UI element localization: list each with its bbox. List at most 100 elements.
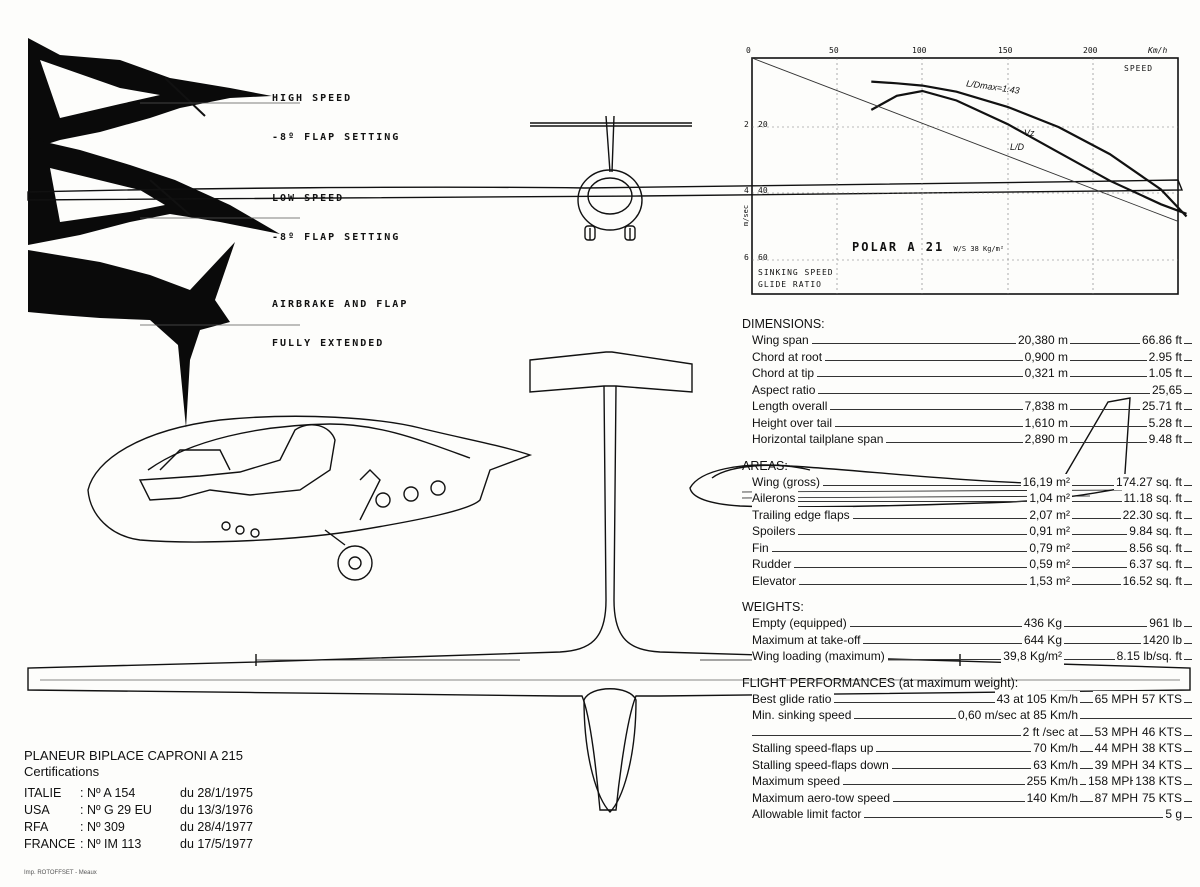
polar-y-tick-sink-2: 2 — [744, 120, 749, 129]
leader-line — [752, 484, 1192, 486]
flap-profile-high-speed — [28, 38, 300, 150]
spec-label: Rudder — [752, 556, 795, 573]
performance-title: FLIGHT PERFORMANCES (at maximum weight): — [742, 675, 1019, 690]
leader-line — [752, 583, 1192, 585]
polar-series-l-d — [870, 89, 1187, 215]
spec-label: Best glide ratio — [752, 690, 835, 707]
title-block: PLANEUR BIPLACE CAPRONI A 215 Certificat… — [24, 748, 243, 780]
polar-legend: SINKING SPEED GLIDE RATIO — [758, 267, 834, 291]
leader-line — [752, 550, 1192, 552]
spec-value-c: 75 KTS — [1139, 789, 1184, 806]
spec-value-a: 255 Km/h — [1024, 773, 1080, 790]
spec-value-a: 2 ft /sec at — [1020, 723, 1080, 740]
spec-value-metric: 644 Kg — [1021, 631, 1064, 648]
spec-label: Ailerons — [752, 490, 799, 507]
leader-line — [752, 392, 1192, 394]
cert-country: USA — [24, 803, 50, 817]
polar-chart-grid — [752, 58, 1178, 294]
cert-number: : Nº IM 113 — [80, 837, 142, 851]
leader-line — [752, 442, 1192, 443]
leader-line — [752, 767, 1192, 769]
spec-value-imperial: 2.95 ft — [1146, 348, 1184, 365]
spec-label: Horizontal tailplane span — [752, 431, 887, 448]
flap-label-high-speed: HIGH SPEED -8º FLAP SETTING — [272, 66, 400, 157]
spec-value-a: 70 Km/h — [1031, 740, 1080, 757]
cert-number: : Nº 309 — [80, 820, 125, 834]
polar-x-tick-100: 100 — [912, 46, 927, 55]
polar-curve-label-ld: L/D — [1010, 142, 1025, 152]
spec-value-metric: 0,321 m — [1022, 365, 1070, 382]
spec-value-metric: 0,59 m² — [1027, 556, 1072, 573]
leader-line — [752, 784, 1192, 785]
spec-value-c: 138 KTS — [1133, 773, 1184, 790]
polar-y-tick-ratio-20: 20 — [758, 120, 768, 129]
imprint: Imp. ROTOFFSET - Meaux — [24, 870, 97, 876]
spec-value-c: 38 KTS — [1139, 740, 1184, 757]
front-view — [27, 115, 1184, 241]
flap-profile-airbrake — [28, 242, 300, 428]
leader-line — [752, 567, 1192, 568]
leader-line — [752, 817, 1192, 818]
spec-label: Length overall — [752, 398, 831, 415]
polar-y-unit: m/sec — [742, 204, 750, 226]
spec-value-imperial: 5.28 ft — [1146, 414, 1184, 431]
polar-y-tick-sink-4: 4 — [744, 186, 749, 195]
spec-label: Spoilers — [752, 523, 799, 540]
spec-value-metric: 1,04 m² — [1027, 490, 1072, 507]
spec-value-imperial: 8.56 sq. ft — [1127, 539, 1184, 556]
spec-value-b: 53 MPH — [1092, 723, 1140, 740]
leader-line — [752, 642, 1192, 644]
spec-value-a: 63 Km/h — [1031, 756, 1080, 773]
leader-line — [752, 534, 1192, 535]
spec-value-metric: 2,07 m² — [1027, 506, 1072, 523]
cockpit-cutaway — [87, 415, 533, 581]
leader-line — [752, 501, 1192, 502]
cert-country: FRANCE — [24, 837, 76, 851]
spec-value-b: 39 MPH — [1092, 756, 1140, 773]
leader-line — [752, 425, 1192, 427]
leader-line — [752, 701, 1192, 703]
flap-label-airbrake-line1: AIRBRAKE AND FLAP — [272, 299, 409, 310]
polar-wing-loading: W/S 38 Kg/m² — [953, 245, 1005, 253]
polar-speed-label: SPEED — [1124, 64, 1154, 73]
flap-label-airbrake: AIRBRAKE AND FLAP FULLY EXTENDED — [272, 272, 408, 363]
cert-date: du 28/4/1977 — [180, 820, 253, 834]
spec-label: Stalling speed-flaps down — [752, 756, 892, 773]
spec-value-imperial: 1420 lb — [1140, 631, 1184, 648]
polar-x-tick-150: 150 — [998, 46, 1013, 55]
spec-label: Empty (equipped) — [752, 615, 850, 632]
spec-value-imperial: 11.18 sq. ft — [1121, 490, 1184, 507]
leader-line — [752, 626, 1192, 627]
spec-label: Stalling speed-flaps up — [752, 740, 877, 757]
polar-x-tick-200: 200 — [1083, 46, 1098, 55]
spec-label: Chord at tip — [752, 365, 818, 382]
flap-label-low-speed-line1: LOW SPEED — [272, 193, 345, 204]
spec-value-c: 5 g — [1163, 806, 1184, 823]
spec-value-imperial: 25.71 ft — [1139, 398, 1184, 415]
spec-value-imperial: 961 lb — [1147, 615, 1184, 632]
dimensions-title: DIMENSIONS: — [742, 317, 825, 331]
polar-model: A 21 — [907, 240, 945, 254]
spec-value-b: 44 MPH — [1092, 740, 1140, 757]
polar-title: POLAR A 21 W/S 38 Kg/m² — [852, 240, 1004, 254]
polar-x-tick-50: 50 — [829, 46, 839, 55]
cert-number: : Nº A 154 — [80, 786, 136, 800]
spec-label: Wing (gross) — [752, 473, 824, 490]
spec-value-imperial: 8.15 lb/sq. ft — [1114, 648, 1184, 665]
leader-line — [752, 751, 1192, 752]
spec-label: Height over tail — [752, 414, 836, 431]
